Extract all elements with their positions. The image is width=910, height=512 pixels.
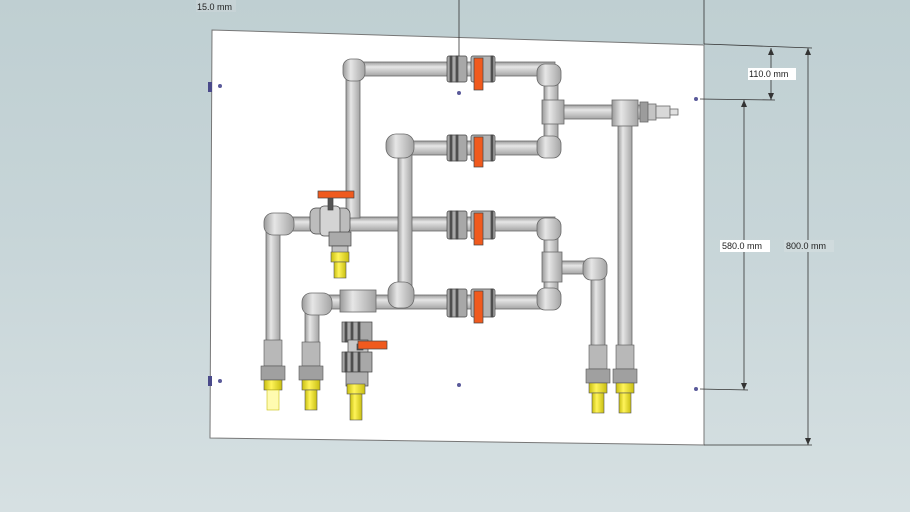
valve-handle [473,290,484,324]
elbow [263,212,295,236]
end-fitting [647,103,657,121]
mount-hole [694,387,698,391]
pipe [397,142,413,304]
elbow [536,287,562,311]
valve-handle [357,340,388,350]
hose-outlet [330,251,350,279]
tee [541,251,563,283]
elbow [536,217,562,241]
hose-outlet [298,341,324,411]
tee [339,289,377,313]
valve-handle [473,136,484,168]
ball-valve-left [309,190,355,255]
union-valves [446,55,496,324]
elbow [385,133,415,159]
valve-handle [317,190,355,199]
pipe [617,111,633,349]
valve-handle [473,57,484,91]
union-valve [446,134,496,168]
mount-hole [218,84,222,88]
union-valve [446,210,496,246]
elbow [536,63,562,87]
dim-top-offset: 15.0 mm [197,2,232,12]
hose-outlets [260,251,638,421]
dim-board-height: 800.0 mm [786,241,826,251]
dim-hole-spacing: 580.0 mm [722,241,762,251]
mounting-holes [218,84,698,391]
elbow [536,135,562,159]
tee [611,99,639,127]
hose-outlet [346,383,366,421]
hose-outlet [585,344,611,414]
elbow [582,257,608,281]
end-fitting [639,101,649,123]
elbow [301,292,333,316]
end-fitting [669,108,679,116]
hose-outlet [612,344,638,414]
board-edge-clip [208,82,212,92]
mount-hole [457,383,461,387]
pipe [265,224,281,346]
elbow [342,58,366,82]
mount-hole [457,91,461,95]
hose-outlet [260,339,286,411]
valve-handle [473,212,484,246]
tee [541,99,565,125]
union-valve [446,55,496,91]
board-edge-clip [208,376,212,386]
ball-valve-lower [341,321,388,387]
dim-top-gap: 110.0 mm [749,69,788,79]
elbow [387,281,415,309]
union-valve [446,288,496,324]
mount-hole [218,379,222,383]
end-fitting [655,105,671,119]
mount-hole [694,97,698,101]
